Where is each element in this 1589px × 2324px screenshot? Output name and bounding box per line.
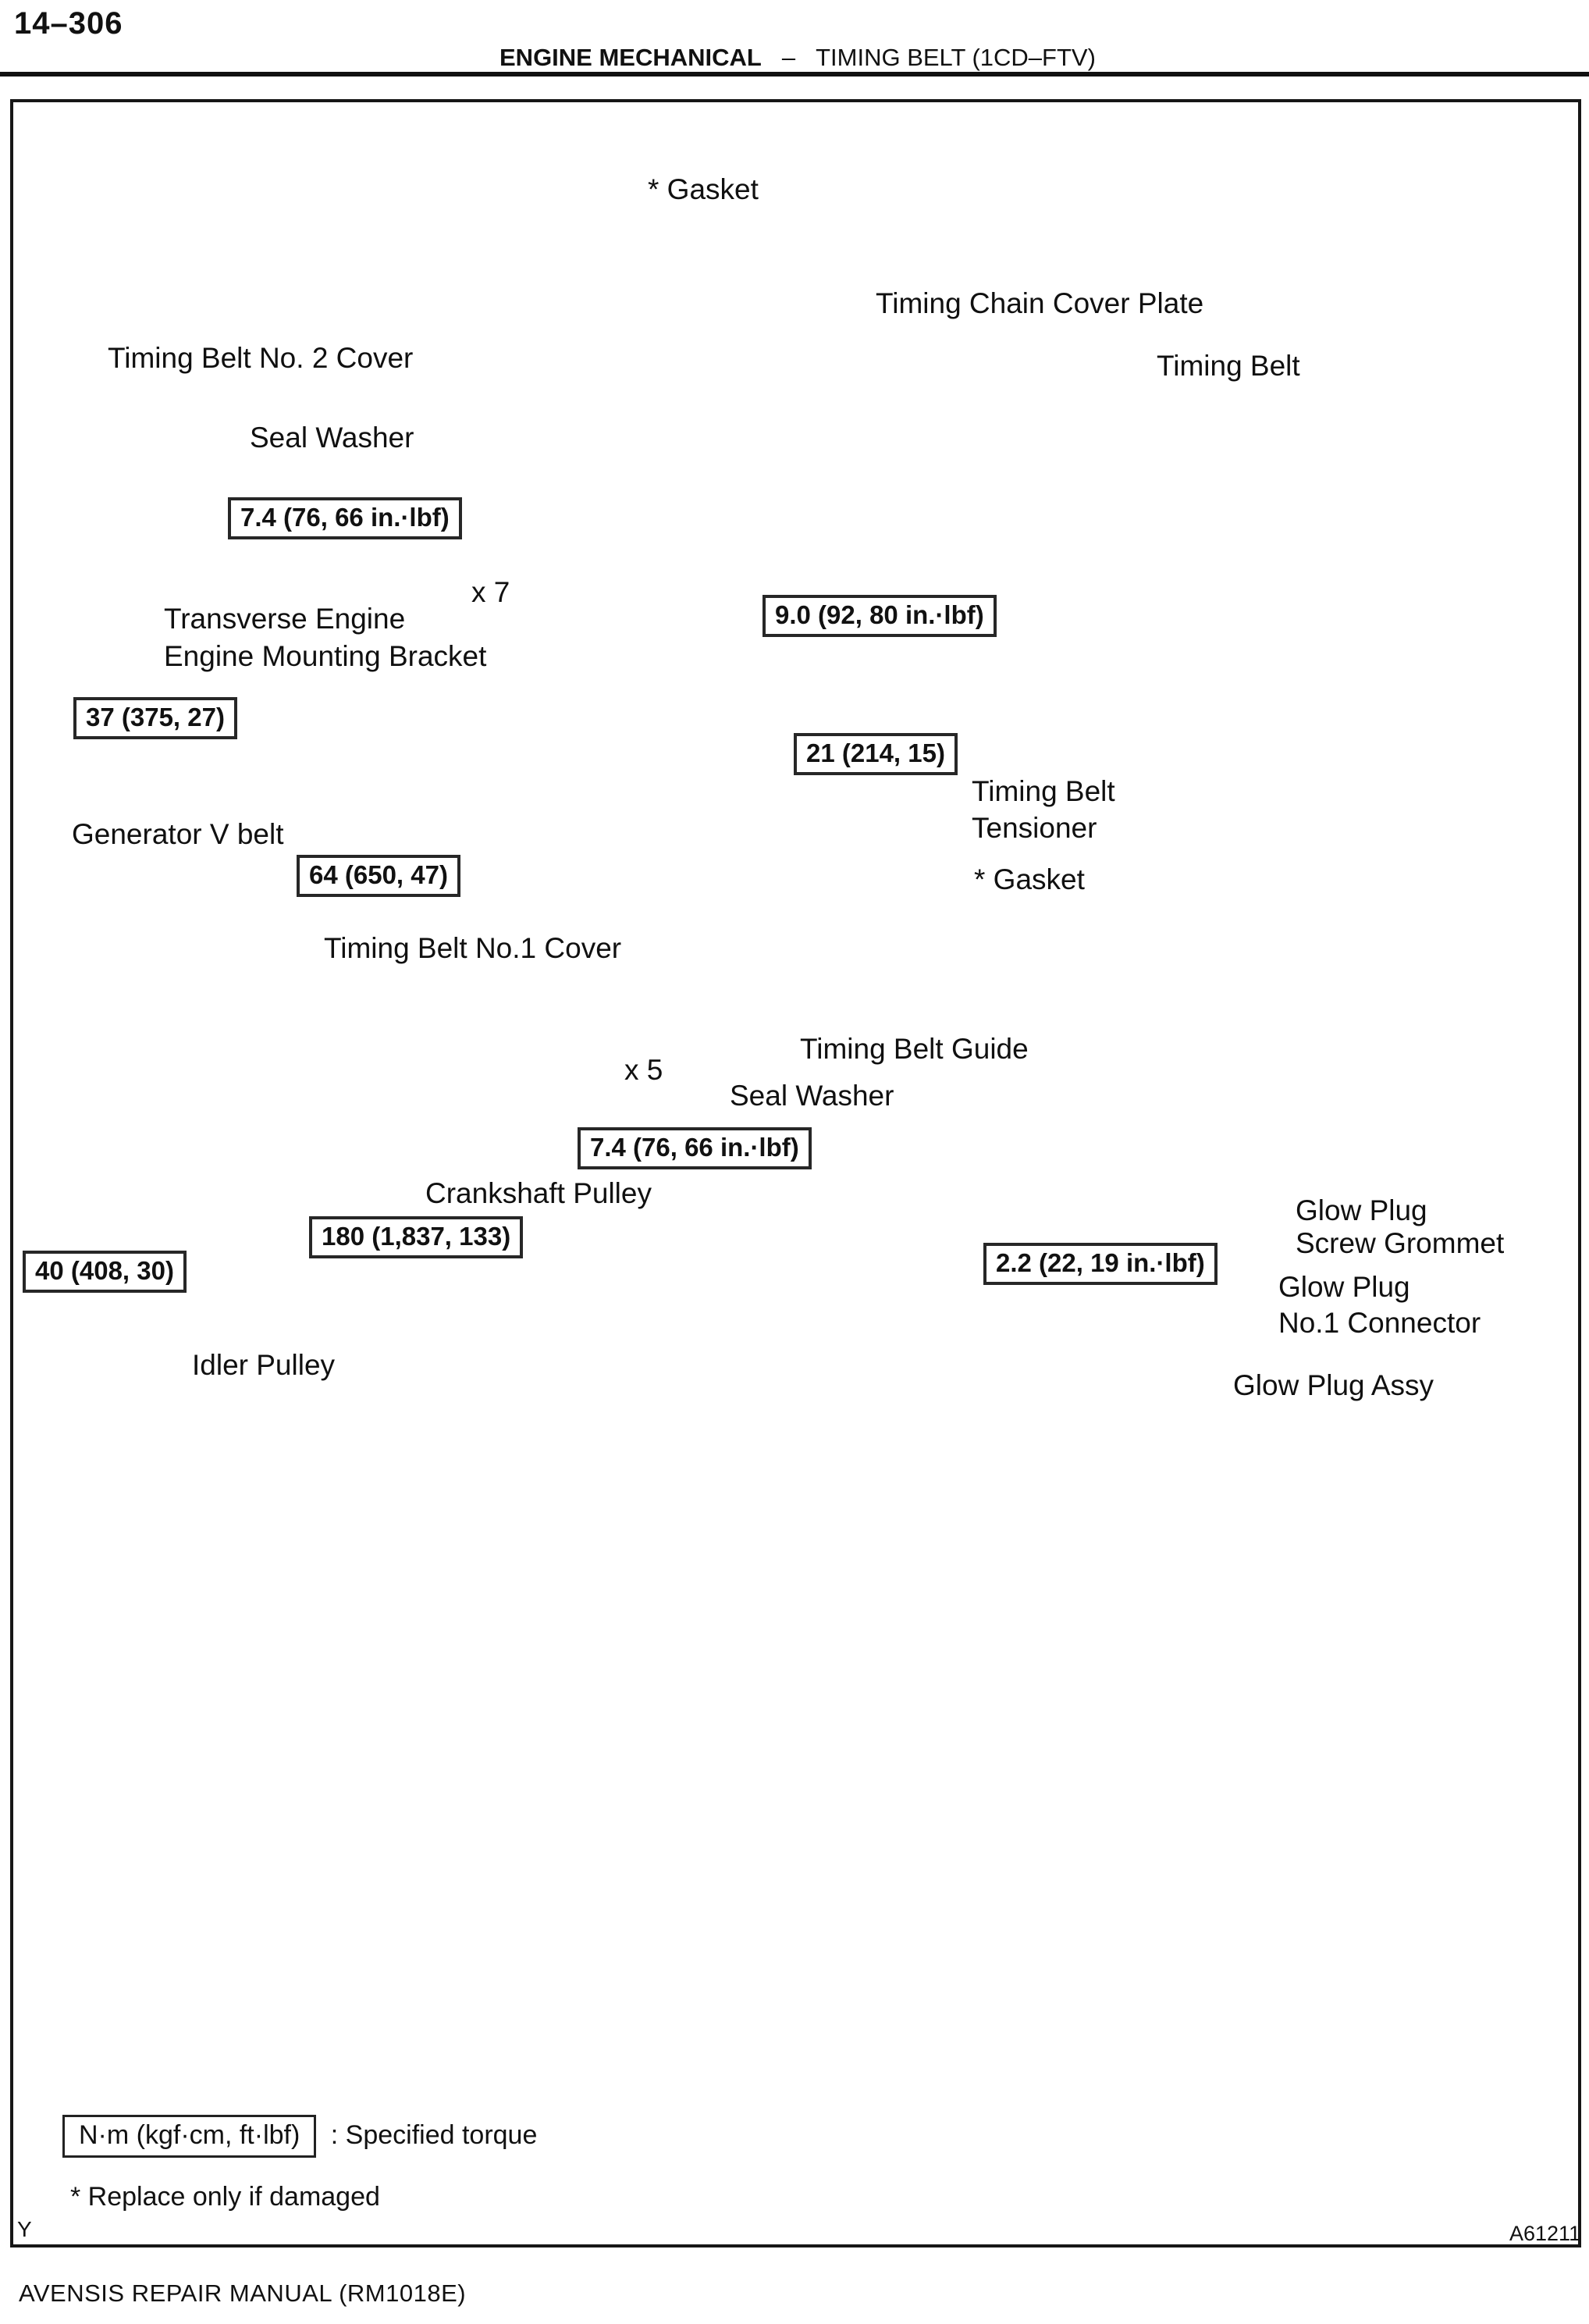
torque-180: 180 (1,837, 133): [309, 1216, 524, 1258]
label-glow-plug-assy: Glow Plug Assy: [1233, 1369, 1434, 1401]
label-glow-grommet-line2: Screw Grommet: [1296, 1227, 1505, 1259]
label-tensioner-line1: Timing Belt: [972, 775, 1115, 807]
header-separator: –: [781, 44, 796, 71]
replace-note: * Replace only if damaged: [70, 2182, 380, 2212]
torque-9.0: 9.0 (92, 80 in.·lbf): [763, 595, 997, 637]
label-tensioner-line2: Tensioner: [972, 812, 1097, 844]
label-timing-belt-no2-cover: Timing Belt No. 2 Cover: [108, 342, 414, 374]
label-glow-connector-line1: Glow Plug: [1278, 1271, 1410, 1303]
torque-64: 64 (650, 47): [297, 855, 460, 897]
label-glow-grommet-line1: Glow Plug: [1296, 1194, 1427, 1226]
label-gasket-mid: * Gasket: [974, 863, 1085, 895]
label-transverse-engine-line1: Transverse Engine: [164, 603, 406, 635]
torque-legend-box: N·m (kgf·cm, ft·lbf): [62, 2115, 317, 2158]
label-timing-chain-cover-plate: Timing Chain Cover Plate: [876, 287, 1204, 319]
torque-legend-desc: : Specified torque: [330, 2120, 538, 2150]
header-subsection: TIMING BELT (1CD–FTV): [816, 44, 1096, 71]
label-transverse-engine-line2: Engine Mounting Bracket: [164, 640, 487, 672]
header-rule: [0, 72, 1589, 77]
corner-mark: Y: [17, 2217, 32, 2241]
page-number: 14–306: [14, 6, 123, 41]
page-header: ENGINE MECHANICAL–TIMING BELT (1CD–FTV): [499, 44, 1096, 75]
torque-37: 37 (375, 27): [73, 697, 237, 739]
torque-legend: N·m (kgf·cm, ft·lbf) : Specified torque: [62, 2115, 538, 2158]
label-timing-belt-no1-cover: Timing Belt No.1 Cover: [324, 932, 622, 964]
header-section: ENGINE MECHANICAL: [499, 44, 762, 75]
label-generator-v-belt: Generator V belt: [72, 818, 284, 850]
footer-text: AVENSIS REPAIR MANUAL (RM1018E): [19, 2280, 467, 2307]
torque-7.4-bottom: 7.4 (76, 66 in.·lbf): [578, 1127, 812, 1169]
label-glow-connector-line2: No.1 Connector: [1278, 1307, 1481, 1339]
figure-code: A61211: [1509, 2222, 1581, 2245]
label-x5: x 5: [624, 1054, 663, 1086]
label-timing-belt: Timing Belt: [1157, 350, 1300, 382]
torque-7.4-top: 7.4 (76, 66 in.·lbf): [228, 497, 462, 539]
diagram-frame: [10, 99, 1581, 2247]
label-timing-belt-guide: Timing Belt Guide: [800, 1033, 1029, 1065]
label-seal-washer-top: Seal Washer: [250, 422, 414, 454]
torque-21: 21 (214, 15): [794, 733, 958, 775]
label-idler-pulley: Idler Pulley: [192, 1349, 336, 1381]
label-gasket-top: * Gasket: [648, 173, 759, 205]
torque-40: 40 (408, 30): [23, 1251, 187, 1293]
label-x7: x 7: [471, 576, 510, 608]
label-crankshaft-pulley: Crankshaft Pulley: [425, 1177, 652, 1209]
label-seal-washer-bottom: Seal Washer: [730, 1080, 894, 1112]
torque-2.2: 2.2 (22, 19 in.·lbf): [983, 1243, 1218, 1285]
